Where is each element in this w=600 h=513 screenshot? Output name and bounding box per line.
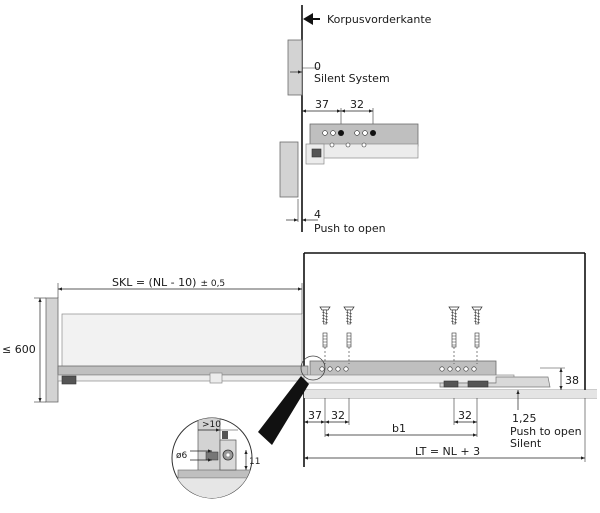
- dim-lt: LT = NL + 3: [415, 445, 480, 458]
- label-front-edge: Korpusvorderkante: [327, 13, 432, 26]
- label-push-open-top: Push to open: [314, 222, 386, 235]
- dim-b1: b1: [392, 422, 406, 435]
- label-silent-system: Silent System: [314, 72, 390, 85]
- magnified-detail: >10 ø6 11: [171, 376, 309, 499]
- dim-1-25: 1,25: [512, 412, 537, 425]
- top-detail: Korpusvorderkante 0 Silent System 4 Push…: [279, 5, 432, 235]
- dim-bottom-32a: 32: [331, 409, 345, 422]
- dim-11: 11: [249, 457, 260, 467]
- front-edge-arrow-icon: [303, 13, 320, 25]
- dim-phi6: ø6: [176, 451, 188, 461]
- dim-gt10: >10: [202, 420, 221, 430]
- detail-marker-circle: [300, 355, 326, 381]
- drawer-box: [61, 313, 303, 369]
- dim-bottom-37: 37: [308, 409, 322, 422]
- rail-main: [303, 360, 551, 388]
- detail-pointer: [258, 376, 309, 445]
- dim-four: 4: [314, 208, 321, 221]
- dim-38: 38: [565, 374, 579, 387]
- dim-zero: 0: [314, 60, 321, 73]
- screws: [319, 306, 483, 364]
- dim-top-32: 32: [350, 98, 364, 111]
- dim-top-37: 37: [315, 98, 329, 111]
- drawer-bottom: [57, 365, 309, 376]
- cabinet-bottom: [304, 390, 597, 398]
- drawer-front: [45, 297, 59, 403]
- rail-top: [305, 123, 419, 165]
- front-panel-push: [279, 141, 299, 198]
- label-push-open-bottom: Push to open: [510, 425, 582, 438]
- dim-max-600: ≤ 600: [2, 343, 36, 356]
- main-drawing: SKL = (NL - 10)± 0,5 ≤ 600 38 37 32 32 b…: [2, 252, 597, 467]
- front-panel-silent: [287, 39, 303, 96]
- dim-skl: SKL = (NL - 10)± 0,5: [112, 276, 225, 289]
- label-silent: Silent: [510, 437, 542, 450]
- dim-bottom-32b: 32: [458, 409, 472, 422]
